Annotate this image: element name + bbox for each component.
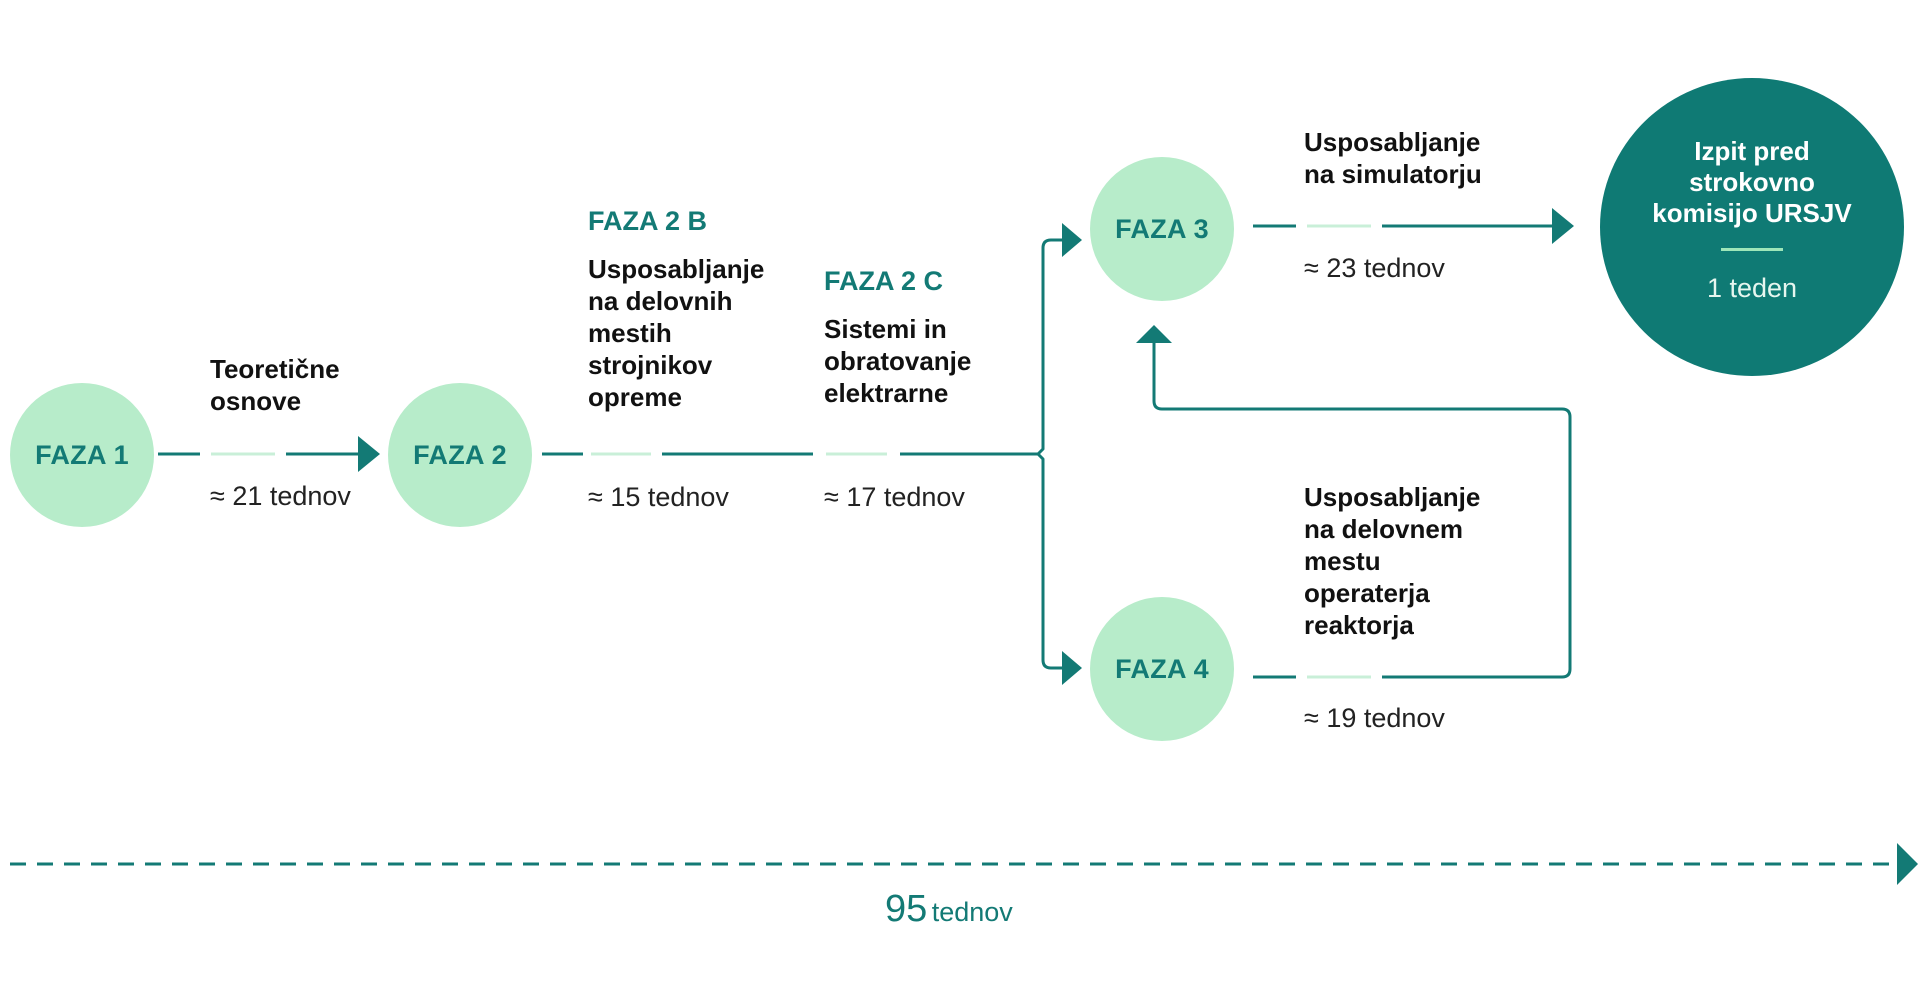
step-operator-line: operaterja bbox=[1304, 578, 1430, 608]
phase-label-3: FAZA 3 bbox=[1115, 213, 1209, 244]
step-p2b-line: Usposabljanje bbox=[588, 254, 765, 284]
step-p2b-label: Usposabljanje na delovnih mestih strojni… bbox=[588, 253, 764, 413]
step-simulator-line: Usposabljanje bbox=[1304, 127, 1481, 157]
step-operator-label: Usposabljanje na delovnem mestu operater… bbox=[1304, 481, 1480, 641]
exam-title-line: strokovno bbox=[1689, 167, 1815, 197]
arrowhead-total bbox=[1897, 843, 1918, 885]
exam-node: Izpit pred strokovno komisijo URSJV 1 te… bbox=[1600, 78, 1904, 376]
step-operator-line: na delovnem bbox=[1304, 514, 1463, 544]
step-p2b-duration: ≈ 15 tednov bbox=[588, 482, 729, 512]
step-simulator-duration: ≈ 23 tednov bbox=[1304, 253, 1445, 283]
step-p2c-line: Sistemi in bbox=[824, 314, 947, 344]
phase-label-2: FAZA 2 bbox=[413, 439, 507, 470]
step-theory-line: Teoretične bbox=[210, 354, 340, 384]
total-number: 95 bbox=[885, 888, 928, 930]
step-p2c-line: elektrarne bbox=[824, 378, 949, 408]
step-p2c-tag: FAZA 2 C bbox=[824, 266, 944, 296]
phase-node-3: FAZA 3 bbox=[1090, 157, 1234, 301]
phase-node-1: FAZA 1 bbox=[10, 383, 154, 527]
exam-duration: 1 teden bbox=[1706, 273, 1798, 303]
step-operator-line: Usposabljanje bbox=[1304, 482, 1481, 512]
arrowhead-to-faza3 bbox=[1062, 223, 1082, 257]
phase-label-4: FAZA 4 bbox=[1115, 653, 1209, 684]
exam-title-line: Izpit pred bbox=[1694, 136, 1810, 166]
step-p2b-tag: FAZA 2 B bbox=[588, 206, 708, 236]
arrowhead-to-exam bbox=[1552, 208, 1574, 244]
connector-branch-down bbox=[1036, 452, 1062, 670]
total-duration: 95 tednov bbox=[885, 888, 1013, 931]
exam-divider bbox=[1721, 248, 1783, 251]
step-p2b-line: strojnikov bbox=[588, 350, 713, 380]
step-p2b-line: opreme bbox=[588, 382, 682, 412]
step-theory-line: osnove bbox=[210, 386, 302, 416]
step-p2c-line: obratovanje bbox=[824, 346, 972, 376]
step-operator-line: mestu bbox=[1304, 546, 1381, 576]
arrowhead-loop-up bbox=[1136, 325, 1172, 343]
step-p2b-line: mestih bbox=[588, 318, 672, 348]
arrowhead-to-faza4 bbox=[1062, 651, 1082, 685]
step-p2b-line: na delovnih bbox=[588, 286, 733, 316]
step-theory-label: Teoretične osnove bbox=[210, 353, 340, 417]
step-p2c-label: Sistemi in obratovanje elektrarne bbox=[824, 313, 971, 409]
step-simulator-label: Usposabljanje na simulatorju bbox=[1304, 126, 1482, 190]
arrowhead-to-faza2 bbox=[358, 436, 380, 472]
connector-branch-up bbox=[1036, 238, 1062, 456]
phase-label-1: FAZA 1 bbox=[35, 439, 129, 470]
phase-node-2: FAZA 2 bbox=[388, 383, 532, 527]
step-operator-duration: ≈ 19 tednov bbox=[1304, 703, 1445, 733]
exam-title: Izpit pred strokovno komisijo URSJV bbox=[1600, 136, 1904, 229]
exam-title-line: komisijo URSJV bbox=[1652, 198, 1852, 228]
phase-node-4: FAZA 4 bbox=[1090, 597, 1234, 741]
step-p2c-duration: ≈ 17 tednov bbox=[824, 482, 965, 512]
total-unit: tednov bbox=[931, 897, 1013, 927]
connector-loop bbox=[1152, 343, 1572, 679]
step-simulator-line: na simulatorju bbox=[1304, 159, 1482, 189]
step-operator-line: reaktorja bbox=[1304, 610, 1414, 640]
step-theory-duration: ≈ 21 tednov bbox=[210, 481, 351, 511]
